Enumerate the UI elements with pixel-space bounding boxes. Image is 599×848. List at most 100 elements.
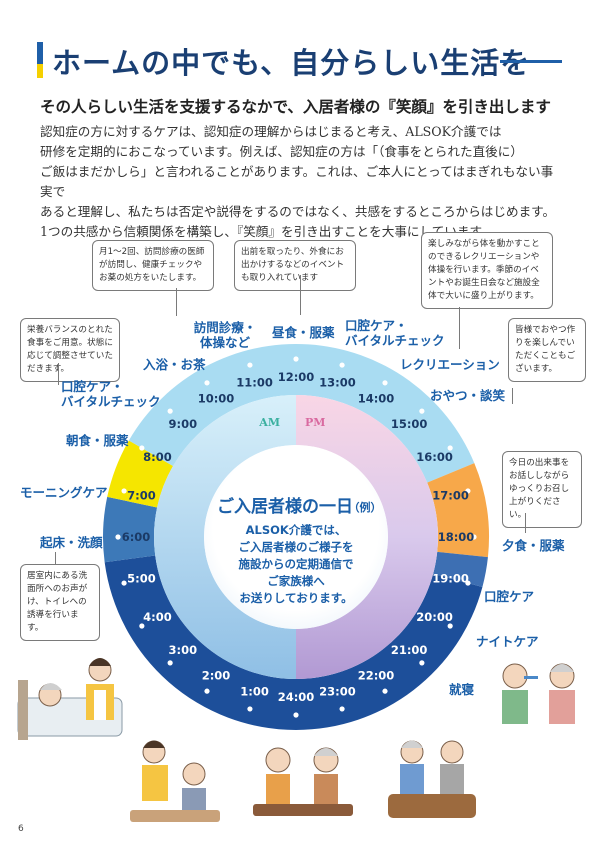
hour-dot xyxy=(382,688,388,694)
intro-line: あると理解し、私たちは否定や説得をするのではなく、共感をするところからはじめます… xyxy=(40,204,556,219)
activity-dinner: 夕食・服薬 xyxy=(502,538,565,553)
toothbrush-icon xyxy=(524,676,538,679)
hour-label: 24:00 xyxy=(278,690,315,704)
bubble-home-visit: 月1～2回、訪問診療の医師が訪問し、健康チェックやお薬の処方をいたします。 xyxy=(92,240,214,291)
ring-dawn-segment xyxy=(103,496,158,563)
hour-labels: 24:001:002:003:004:005:006:007:008:009:0… xyxy=(122,370,475,704)
hour-label: 1:00 xyxy=(240,685,269,699)
intro-line: 認知症の方に対するケアは、認知症の理解からはじまると考え、ALSOK介護では xyxy=(40,124,502,139)
activity-night-care: ナイトケア xyxy=(476,634,539,649)
bubble-snack: 皆様でおやつ作りを楽しんでいただくこともございます。 xyxy=(508,318,586,382)
hour-dot xyxy=(204,380,210,386)
bed-frame-icon xyxy=(18,680,28,740)
bubble-tail xyxy=(525,513,526,533)
inner-pm-half xyxy=(296,395,438,679)
hour-dot xyxy=(419,660,425,666)
clock-inner-ring xyxy=(154,395,438,679)
resident-shirt-icon xyxy=(549,690,575,724)
hour-label: 11:00 xyxy=(236,375,273,389)
hour-label: 18:00 xyxy=(438,530,475,544)
hour-dot xyxy=(465,488,471,494)
resident-hair-icon xyxy=(314,748,338,756)
activity-label: 就寝 xyxy=(449,682,475,697)
hour-label: 13:00 xyxy=(319,375,356,389)
hour-label: 3:00 xyxy=(169,643,198,657)
hour-label: 9:00 xyxy=(169,417,198,431)
resident-hair-icon xyxy=(401,740,423,748)
bubble-nutrition: 栄養バランスのとれた食事をご用意。状態に応じて調整させていただきます。 xyxy=(20,318,120,382)
activity-label: レクリエーション xyxy=(400,357,500,372)
resident-shirt-icon xyxy=(440,764,464,794)
title-accent-bar xyxy=(37,42,43,78)
center-text-line: ALSOK介護では、 xyxy=(246,523,347,537)
hour-dot xyxy=(247,362,253,368)
hour-label: 21:00 xyxy=(391,643,428,657)
hour-label: 16:00 xyxy=(416,450,453,464)
intro-line: ご飯はまだかしら」と言われることがあります。これは、ご本人にとってはまぎれもない… xyxy=(40,164,554,199)
caregiver-apron-icon xyxy=(142,765,168,801)
caregiver-hair-icon xyxy=(143,740,165,748)
care-bedside-illustration xyxy=(17,658,123,740)
intro-line: 研修を定期的におこなっています。例えば、認知症の方は「（食事をとられた直後に） xyxy=(40,144,523,159)
hour-label: 15:00 xyxy=(391,417,428,431)
resident-head-icon xyxy=(182,762,206,786)
activity-home-visit: 訪問診療・ 体操など xyxy=(190,320,260,350)
resident-shirt-icon xyxy=(182,788,206,814)
hour-label: 4:00 xyxy=(143,610,172,624)
resident-shirt-icon xyxy=(502,690,528,724)
hour-dot xyxy=(339,706,345,712)
hour-dot xyxy=(167,408,173,414)
activity-snack-chat: おやつ・談笑 xyxy=(430,388,505,403)
hour-dot xyxy=(293,356,299,362)
activity-oral-care: 口腔ケア xyxy=(484,589,534,604)
center-title: ご入居者様の一日 xyxy=(217,496,353,517)
activity-oral-vital-morning: 口腔ケア・ バイタルチェック xyxy=(61,379,161,409)
activity-label: 昼食・服薬 xyxy=(272,325,335,340)
activity-lunch: 昼食・服薬 xyxy=(272,325,335,340)
resident-head-icon xyxy=(265,747,291,773)
activity-bath-tea: 入浴・お茶 xyxy=(143,357,206,372)
inner-am-half xyxy=(154,395,296,679)
activity-label: 朝食・服薬 xyxy=(66,433,129,448)
hour-label: 5:00 xyxy=(127,571,156,585)
activity-wakeup: 起床・洗顔 xyxy=(40,535,103,550)
hour-dot xyxy=(167,660,173,666)
hour-label: 12:00 xyxy=(278,370,315,384)
center-text-line: ご入居者様のご様子を xyxy=(239,540,354,554)
hour-dot xyxy=(139,623,145,629)
activity-label: 口腔ケア xyxy=(484,589,535,604)
ring-night-segment xyxy=(104,555,296,730)
activity-label: おやつ・談笑 xyxy=(430,388,506,403)
pm-label: PM xyxy=(305,416,325,429)
hour-dot xyxy=(382,380,388,386)
activity-label: 夕食・服薬 xyxy=(502,538,565,553)
bubble-tail xyxy=(55,552,56,564)
table-icon xyxy=(253,804,353,816)
meal-assist-illustration xyxy=(130,740,220,822)
hour-dot xyxy=(121,488,127,494)
hour-dot xyxy=(121,580,127,586)
hour-label: 20:00 xyxy=(416,610,453,624)
bubble-tail xyxy=(512,388,513,404)
activity-label: モーニングケア xyxy=(20,485,108,500)
bubble-tail xyxy=(58,363,59,385)
hour-label: 7:00 xyxy=(127,489,156,503)
hour-markers xyxy=(115,356,477,718)
resident-hair-icon xyxy=(40,683,62,690)
bubble-tail xyxy=(300,275,301,315)
hour-dot xyxy=(204,688,210,694)
hour-dot xyxy=(419,408,425,414)
resting-illustration xyxy=(388,740,476,818)
bubble-toilet: 居室内にある洗面所へのお声がけ、トイレへの誘導を行います。 xyxy=(20,564,100,641)
hour-dot xyxy=(471,534,477,540)
ring-day-segment xyxy=(128,343,475,483)
center-text-line: 施設からの定期通信で xyxy=(239,557,354,571)
clock-ring xyxy=(103,343,489,730)
hour-label: 2:00 xyxy=(202,669,231,683)
ring-evening-segment xyxy=(427,463,489,558)
hour-dot xyxy=(293,712,299,718)
activity-bedtime: 就寝 xyxy=(449,682,474,697)
bubble-dinner: 今日の出来事をお話ししながらゆっくりお召し上がりください。 xyxy=(502,451,582,528)
subtitle: その人らしい生活を支援するなかで、入居者様の『笑顔』を引き出します xyxy=(40,98,551,116)
ring-dusk-segment xyxy=(433,551,488,587)
